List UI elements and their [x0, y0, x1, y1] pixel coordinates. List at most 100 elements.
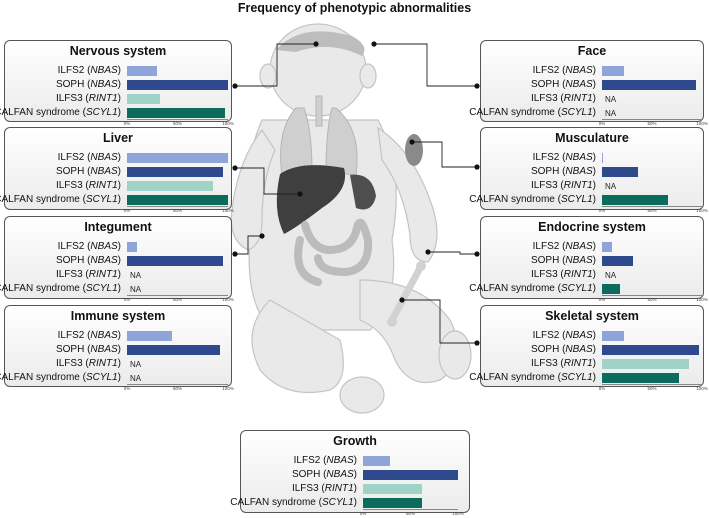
bar-track: [127, 94, 228, 104]
na-label: NA: [605, 109, 617, 118]
category-label: ILFS2 (NBAS): [57, 330, 121, 341]
bar-track: NA: [127, 284, 228, 294]
bar-row: ILFS3 (RINT1): [481, 358, 703, 370]
bar-calfan: [602, 284, 620, 294]
tick-label: 50%: [172, 297, 183, 302]
stomach-shape: [350, 174, 376, 210]
bar-track: [127, 345, 228, 355]
tick-label: 0%: [598, 121, 606, 126]
panel-title: Endocrine system: [538, 220, 646, 234]
na-label: NA: [605, 95, 617, 104]
panel-title: Liver: [103, 131, 133, 145]
liver-shape: [276, 165, 346, 234]
bar-ilfs3: [363, 484, 422, 494]
bar-ilfs2: [602, 331, 624, 341]
bar-track: [363, 456, 458, 466]
bar-track: [127, 331, 228, 341]
na-label: NA: [130, 271, 142, 280]
category-label: ILFS2 (NBAS): [57, 241, 121, 252]
bar-track: [602, 373, 702, 383]
category-label: ILFS2 (NBAS): [57, 65, 121, 76]
bar-track: NA: [127, 373, 228, 383]
bar-row: SOPH (NBAS): [241, 469, 469, 481]
hair-shape: [276, 31, 365, 56]
bar-row: SOPH (NBAS): [481, 166, 703, 178]
x-axis: 0% 50% 100%: [123, 206, 234, 215]
category-label: SOPH (NBAS): [530, 255, 596, 266]
tick-label: 100%: [696, 208, 708, 213]
tick-label: 0%: [123, 297, 131, 302]
bar-row: CALFAN syndrome (SCYL1): [230, 497, 469, 509]
bar-soph: [127, 80, 228, 90]
panel-title: Musculature: [555, 131, 629, 145]
infant-body: [230, 23, 472, 414]
bar-row: ILFS3 (RINT1) NA: [481, 269, 703, 281]
category-label: ILFS3 (RINT1): [55, 180, 121, 191]
bar-row: ILFS2 (NBAS): [241, 455, 469, 467]
bar-row: SOPH (NBAS): [481, 255, 703, 267]
bar-soph: [602, 256, 633, 266]
bar-track: [602, 242, 702, 252]
tick-label: 50%: [647, 297, 657, 302]
bar-row: CALFAN syndrome (SCYL1)NA: [0, 283, 231, 295]
bar-ilfs3: [602, 359, 689, 369]
tick-label: 100%: [222, 386, 234, 391]
bar-row: ILFS2 (NBAS): [5, 241, 231, 253]
category-label: ILFS2 (NBAS): [57, 152, 121, 163]
category-label: SOPH (NBAS): [530, 166, 596, 177]
bar-track: [602, 153, 702, 163]
bar-track: NA: [127, 359, 228, 369]
category-label: ILFS2 (NBAS): [293, 455, 357, 466]
tick-label: 50%: [172, 208, 183, 213]
bar-track: [363, 470, 458, 480]
bar-soph: [602, 167, 638, 177]
bar-ilfs3: [127, 181, 213, 191]
bar-row: ILFS2 (NBAS): [481, 330, 703, 342]
bar-row: CALFAN syndrome (SCYL1): [0, 107, 231, 119]
bar-track: [363, 484, 458, 494]
category-label: CALFAN syndrome (SCYL1): [469, 372, 596, 383]
bar-track: [127, 80, 228, 90]
category-label: CALFAN syndrome (SCYL1): [469, 107, 596, 118]
bar-row: SOPH (NBAS): [5, 79, 231, 91]
bar-soph: [602, 80, 696, 90]
x-axis: 0%50%100%: [124, 384, 234, 393]
tick-label: 50%: [647, 386, 657, 391]
na-label: NA: [130, 374, 142, 383]
tick-label: 0%: [598, 297, 606, 302]
bar-soph: [127, 167, 223, 177]
category-label: SOPH (NBAS): [55, 344, 121, 355]
bar-track: NA: [602, 181, 702, 191]
bar-soph: [127, 345, 220, 355]
na-label: NA: [605, 271, 617, 280]
tick-label: 50%: [172, 386, 183, 391]
bar-row: ILFS3 (RINT1)NA: [5, 358, 231, 370]
bar-row: CALFAN syndrome (SCYL1): [0, 194, 231, 206]
category-label: SOPH (NBAS): [291, 469, 357, 480]
tick-label: 0%: [123, 208, 131, 213]
tick-label: 100%: [222, 208, 234, 213]
tick-label: 0%: [598, 208, 606, 213]
bar-track: [602, 66, 702, 76]
bar-track: [602, 256, 702, 266]
bone-shape: [388, 264, 424, 324]
category-label: CALFAN syndrome (SCYL1): [230, 497, 357, 508]
bar-row: SOPH (NBAS): [481, 344, 703, 356]
bar-row: CALFAN syndrome (SCYL1) NA: [0, 372, 231, 384]
bar-ilfs2: [127, 242, 138, 252]
category-label: ILFS3 (RINT1): [530, 269, 596, 280]
tick-label: 100%: [696, 121, 708, 126]
na-label: NA: [130, 360, 142, 369]
category-label: CALFAN syndrome (SCYL1): [0, 372, 121, 383]
bar-track: [127, 153, 228, 163]
bar-row: ILFS3 (RINT1): [5, 180, 231, 192]
muscle-shape: [405, 134, 423, 166]
bar-row: SOPH (NBAS): [5, 344, 231, 356]
bone-end-shape: [416, 261, 426, 271]
bar-calfan: [363, 498, 422, 508]
bar-track: [127, 256, 228, 266]
